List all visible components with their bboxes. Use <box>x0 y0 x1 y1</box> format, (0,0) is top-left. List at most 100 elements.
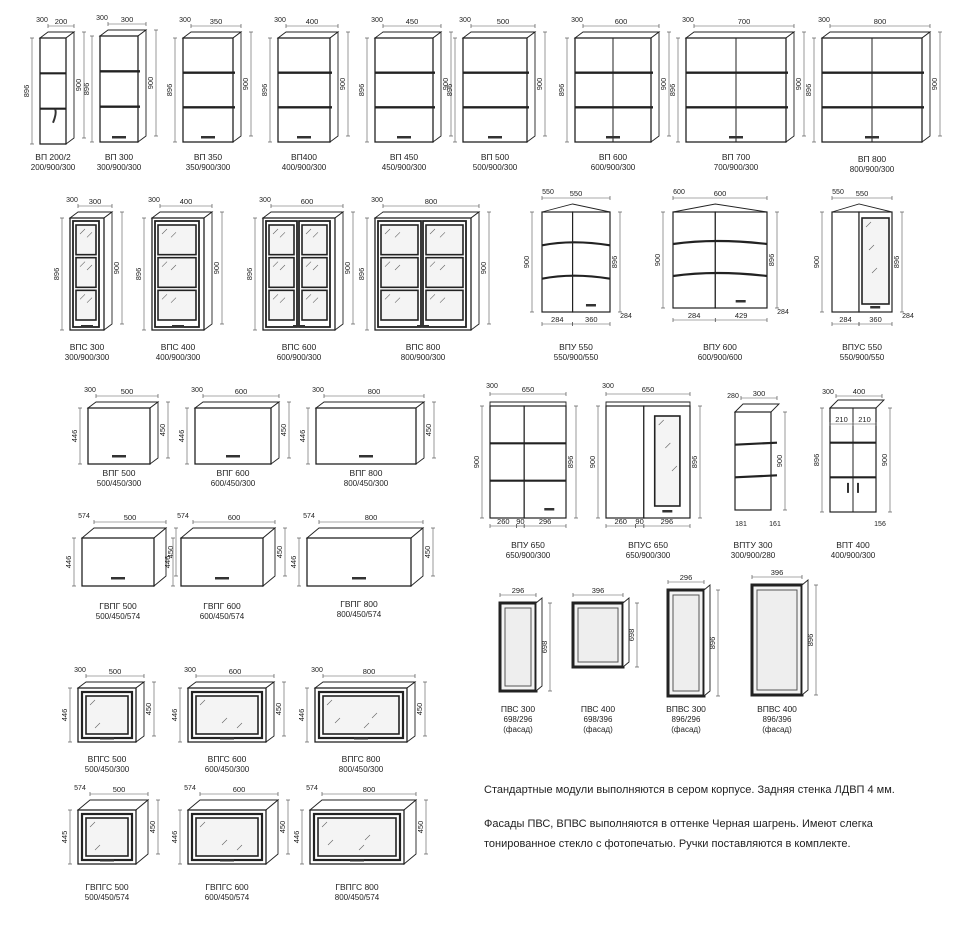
glass-hatch <box>429 294 436 300</box>
unit-note: (фасад) <box>762 725 792 734</box>
glass-hatch <box>429 228 436 235</box>
side-face <box>415 401 425 465</box>
glass-hatch <box>94 844 101 851</box>
shelf <box>734 474 778 479</box>
unit-size: 650/900/300 <box>506 551 551 560</box>
dim-label: 300 <box>96 15 108 22</box>
handle-bar <box>297 136 311 139</box>
unit-name: ГВПГС 500 <box>85 882 129 892</box>
glass-pane <box>425 256 464 289</box>
top-face <box>541 203 611 213</box>
unit-name: ВПГ 600 <box>217 468 250 478</box>
dim-label: 450 <box>166 546 175 559</box>
handle-bar <box>354 737 368 740</box>
side-face <box>329 31 339 143</box>
dim-label: 296 <box>661 517 674 526</box>
side-face <box>149 401 159 465</box>
dim-label: 574 <box>78 513 90 520</box>
side-face <box>203 211 213 331</box>
unit-size: 600/450/300 <box>211 479 256 488</box>
handle-bar <box>81 325 93 328</box>
handle-bar <box>729 136 743 139</box>
glass-pane <box>317 817 397 857</box>
dim-label: 446 <box>64 556 73 569</box>
glass-hatch <box>363 722 370 729</box>
dim-label: 446 <box>163 556 172 569</box>
unit-name: ВПС 400 <box>161 342 196 352</box>
dim-label: 800 <box>365 513 378 522</box>
dim-label: 450 <box>415 703 424 716</box>
dim-label: 800 <box>874 17 887 26</box>
glass-pane <box>301 224 328 256</box>
dim-label: 300 <box>682 17 694 24</box>
dim-label: 896 <box>690 456 699 469</box>
glass-hatch <box>439 297 446 303</box>
top-face <box>186 681 276 689</box>
dim-label: 280 <box>727 393 739 400</box>
dim-label: 896 <box>892 256 901 269</box>
facade-glass <box>504 607 532 687</box>
dim-label: 360 <box>869 315 882 324</box>
dim-label: 396 <box>771 568 784 577</box>
dim-label: 500 <box>121 387 134 396</box>
side-face <box>265 681 275 743</box>
glass-hatch <box>312 264 319 271</box>
dim-label: 574 <box>177 513 189 520</box>
dim-label: 90 <box>635 517 643 526</box>
handle-bar <box>350 859 364 862</box>
dim-label: 600 <box>228 513 241 522</box>
glass-pane <box>195 695 259 735</box>
glass-hatch <box>89 821 96 828</box>
glass-hatch <box>384 294 391 300</box>
dim-label: 446 <box>289 556 298 569</box>
front-panel <box>571 211 611 313</box>
unit-size: 700/900/300 <box>714 163 759 172</box>
dim-label: 900 <box>343 262 352 275</box>
unit-size: 800/900/300 <box>401 353 446 362</box>
glass-pane <box>301 256 328 289</box>
dim-label: 900 <box>441 78 450 91</box>
handle-bar <box>293 325 305 328</box>
dim-label: 300 <box>84 387 96 394</box>
unit-size: 500/450/574 <box>85 893 130 902</box>
dim-label: 600 <box>301 197 314 206</box>
glass-pane <box>268 224 295 256</box>
dim-label: 445 <box>60 831 69 844</box>
glass-hatch <box>326 699 333 706</box>
top-face <box>313 681 417 689</box>
glass-hatch <box>170 264 177 271</box>
glass-pane <box>157 289 197 321</box>
unit-name: ВП400 <box>291 152 317 162</box>
unit-size: 300/900/300 <box>97 163 142 172</box>
unit-name: ГВПГ 800 <box>340 599 378 609</box>
glass-hatch <box>865 221 872 228</box>
dim-label: 446 <box>170 831 179 844</box>
dim-label: 446 <box>70 430 79 443</box>
dim-label: 450 <box>423 546 432 559</box>
handle-bar <box>865 136 879 139</box>
glass-hatch <box>272 294 279 300</box>
side-face <box>785 31 795 143</box>
glass-hatch <box>439 232 446 238</box>
open-side <box>489 405 525 519</box>
glass-hatch <box>868 244 875 251</box>
side-face <box>103 211 113 331</box>
dim-label: 900 <box>74 79 83 92</box>
dim-label: 446 <box>170 709 179 722</box>
glass-hatch <box>439 264 446 271</box>
top-face <box>193 401 281 409</box>
dim-label: 260 <box>614 517 627 526</box>
unit-size: 650/900/300 <box>626 551 671 560</box>
dim-label: 300 <box>184 667 196 674</box>
glass-hatch <box>871 267 878 274</box>
